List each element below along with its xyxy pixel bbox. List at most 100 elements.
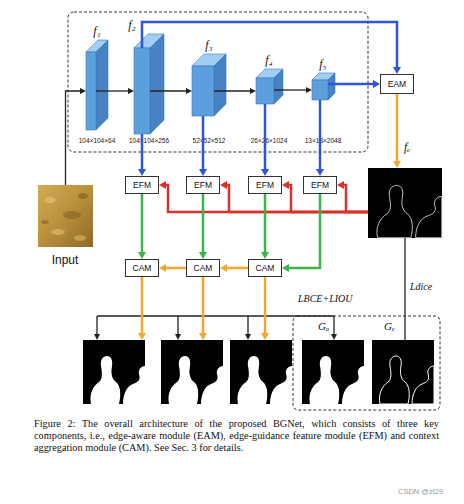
connector-line (264, 194, 267, 252)
gt-label: Gₒ (318, 320, 329, 332)
backbone-frame (68, 12, 368, 152)
input-label: Input (52, 253, 79, 267)
module-name: EAM (388, 79, 406, 89)
arrow-head (282, 181, 289, 189)
module-box: EAM (380, 74, 414, 94)
connector (328, 80, 380, 88)
connector (66, 88, 87, 185)
connector (138, 194, 146, 259)
arrow-head (261, 252, 269, 259)
connector (142, 22, 401, 74)
connector-line (344, 185, 368, 212)
module-box: EFM (125, 176, 159, 194)
dimension-label: 104×104×256 (129, 137, 169, 144)
input-image (38, 185, 93, 247)
arrow-head (393, 67, 401, 74)
connector (282, 194, 320, 272)
connector-line (142, 22, 397, 67)
block-shape (312, 73, 335, 100)
module-box: EFM (186, 176, 220, 194)
block-shape (192, 54, 226, 116)
module-name: EFM (133, 180, 151, 190)
figure-caption: Figure 2: The overall architecture of th… (34, 418, 439, 455)
connector (337, 181, 368, 212)
loss-label: LBCE+LIOU (298, 293, 353, 304)
arrow-head (306, 87, 312, 93)
feature-name: f₃ (205, 38, 213, 53)
dimension-label: 26×26×1024 (251, 137, 288, 144)
feature-name: f₁ (93, 24, 101, 39)
arrow-head (199, 252, 207, 259)
connector (282, 181, 368, 212)
prediction-maps (83, 340, 434, 404)
connector (220, 181, 368, 212)
arrow-head (282, 264, 289, 272)
dimension-label: 104×104×64 (79, 137, 116, 144)
module-box: EFM (303, 176, 337, 194)
module-name: EFM (256, 180, 274, 190)
image-panel: Gₑ (372, 340, 434, 404)
arrow-head (138, 169, 146, 176)
connector (159, 264, 186, 272)
connector-line (202, 194, 205, 252)
feature-block: f₅13×13×2048 (312, 80, 328, 100)
connector-line (404, 238, 405, 340)
module-name: EFM (311, 180, 329, 190)
connector (220, 264, 248, 272)
dimension-label: 13×13×2048 (305, 137, 342, 144)
connector-line (396, 94, 399, 161)
module-name: CAM (133, 263, 152, 273)
module-name: EFM (194, 180, 212, 190)
arrow-head (337, 181, 344, 189)
connector-line (227, 267, 248, 270)
arrow-head (220, 181, 227, 189)
connector (199, 194, 207, 259)
arrow-head (186, 88, 192, 94)
arrow-head (138, 252, 146, 259)
connector-line (141, 194, 144, 252)
feature-block: f₃52×52×512 (192, 66, 214, 116)
loss-label: Ldice (410, 281, 432, 292)
image-panel: Gₒ (302, 340, 364, 404)
connector (261, 194, 269, 259)
arrow-head (159, 181, 166, 189)
arrow-head (80, 88, 86, 94)
feature-block: f₂104×104×256 (134, 48, 150, 134)
connector-line (319, 100, 322, 169)
module-name: CAM (256, 263, 275, 273)
image-panel: fₑ (368, 168, 442, 238)
module-name: CAM (194, 263, 213, 273)
connector-line (264, 104, 267, 169)
output-arrows (138, 277, 269, 340)
supervision-heads (94, 334, 337, 340)
feature-name: f₂ (128, 18, 136, 33)
block-shape (134, 34, 164, 134)
supervision-lines (97, 316, 334, 334)
module-box: CAM (248, 259, 282, 277)
gt-label: Gₑ (384, 320, 395, 332)
connector (393, 94, 401, 168)
connector (199, 116, 207, 176)
connector (405, 238, 406, 340)
arrow-head (220, 264, 227, 272)
ground-truth-frame (293, 316, 440, 410)
arrow-head (128, 88, 134, 94)
feature-name: f₅ (319, 57, 327, 72)
arrow-head (373, 80, 380, 88)
arrow-head (316, 169, 324, 176)
module-box: CAM (125, 259, 159, 277)
connector-line (166, 267, 186, 270)
arrow-head (393, 161, 401, 168)
edge-map (368, 168, 442, 238)
arrow-head (199, 169, 207, 176)
feature-name: f₄ (265, 53, 273, 68)
module-box: EFM (248, 176, 282, 194)
module-box: CAM (186, 259, 220, 277)
block-shape (256, 69, 283, 104)
block-shape (86, 40, 108, 130)
feature-label: fₑ (404, 140, 410, 155)
feature-block: f₁104×104×64 (86, 52, 96, 130)
connector-line (289, 194, 320, 268)
watermark: CSDN @zt29 (398, 487, 443, 496)
